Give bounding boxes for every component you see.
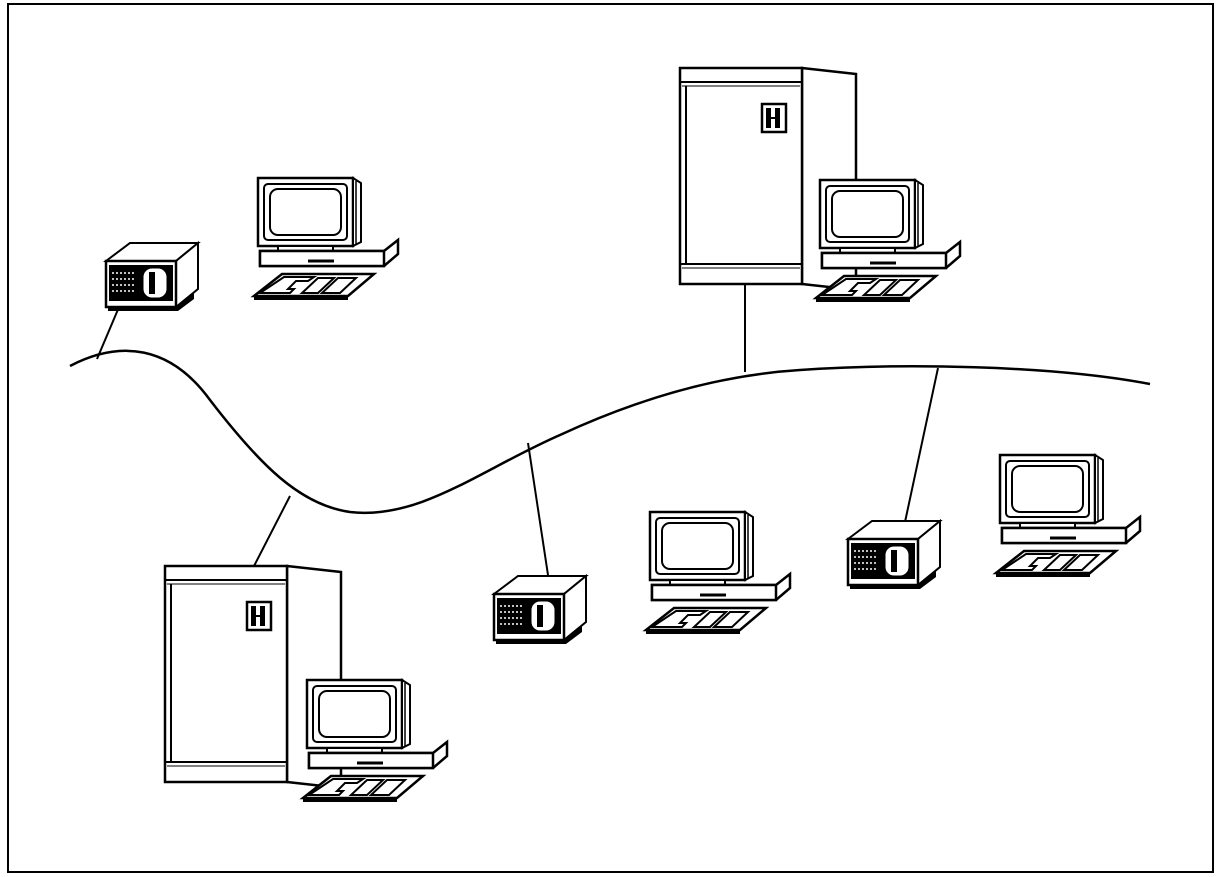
disk-drive-icon	[848, 521, 940, 589]
connection-line-disk-2	[528, 443, 548, 575]
network-bus-line	[70, 351, 1150, 513]
connection-line-mainframe-2	[254, 496, 290, 566]
connection-line-disk-3	[905, 368, 938, 522]
workstation-icon	[303, 680, 447, 802]
disk-drive-icon	[106, 243, 198, 311]
workstation-icon	[646, 512, 790, 634]
disk-drive-icon	[494, 576, 586, 644]
workstation-icon	[816, 180, 960, 302]
workstation-icon	[996, 455, 1140, 577]
workstation-icon	[254, 178, 398, 300]
